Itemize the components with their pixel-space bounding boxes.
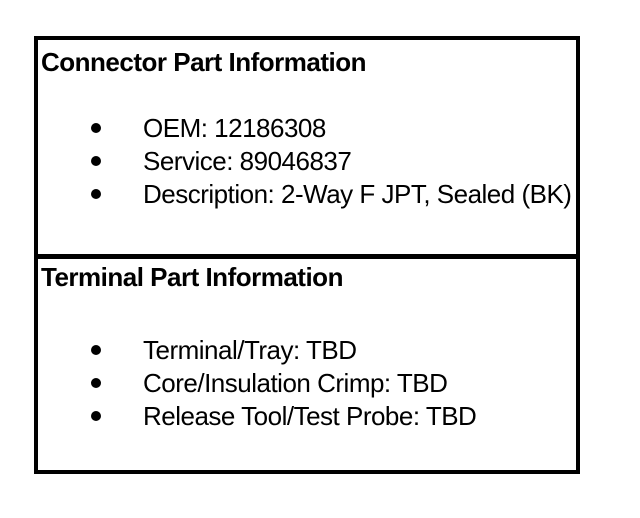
- connector-part-information-section: Connector Part Information OEM: 12186308…: [38, 40, 576, 254]
- list-item: Release Tool/Test Probe: TBD: [41, 400, 576, 433]
- list-item-text: Description: 2-Way F JPT, Sealed (BK): [143, 179, 572, 209]
- part-information-panel: Connector Part Information OEM: 12186308…: [34, 36, 580, 474]
- list-item: Core/Insulation Crimp: TBD: [41, 367, 576, 400]
- bullet-icon: [91, 189, 101, 199]
- list-item-text: Service: 89046837: [143, 146, 352, 176]
- list-item: Service: 89046837: [41, 145, 576, 178]
- list-item-text: OEM: 12186308: [143, 113, 326, 143]
- list-item-text: Terminal/Tray: TBD: [143, 335, 357, 365]
- list-item-text: Core/Insulation Crimp: TBD: [143, 368, 448, 398]
- list-item: Terminal/Tray: TBD: [41, 334, 576, 367]
- list-item: Description: 2-Way F JPT, Sealed (BK): [41, 178, 576, 211]
- bullet-icon: [91, 378, 101, 388]
- connector-section-title: Connector Part Information: [41, 47, 367, 77]
- terminal-part-information-section: Terminal Part Information Terminal/Tray:…: [38, 259, 576, 470]
- connector-part-list: OEM: 12186308 Service: 89046837 Descript…: [41, 112, 576, 211]
- bullet-icon: [91, 156, 101, 166]
- bullet-icon: [91, 411, 101, 421]
- bullet-icon: [91, 345, 101, 355]
- terminal-section-title: Terminal Part Information: [41, 262, 343, 292]
- bullet-icon: [91, 123, 101, 133]
- terminal-part-list: Terminal/Tray: TBD Core/Insulation Crimp…: [41, 334, 576, 433]
- list-item: OEM: 12186308: [41, 112, 576, 145]
- section-divider: [38, 254, 576, 259]
- list-item-text: Release Tool/Test Probe: TBD: [143, 401, 477, 431]
